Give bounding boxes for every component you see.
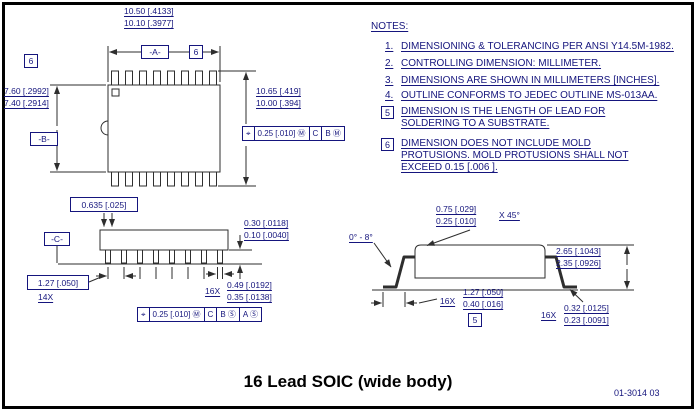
dim-lead-angle: 0° - 8°: [349, 232, 373, 242]
dim-ref-boxed: 0.635 [.025]: [70, 197, 138, 212]
dim-body-length-min: 10.10 [.3977]: [124, 18, 174, 28]
fcf-tolerance: 0.25 [.010] Ⓜ: [255, 127, 310, 140]
fcf2-datum-3: A Ⓢ: [242, 309, 259, 319]
feature-control-frame-top: ⌖ 0.25 [.010] Ⓜ C B Ⓜ: [242, 126, 345, 141]
thickness-count-label: 16X: [541, 310, 557, 320]
note-4-text: OUTLINE CONFORMS TO JEDEC OUTLINE MS-013…: [401, 90, 658, 101]
feature-control-frame-bottom: ⌖ 0.25 [.010] Ⓜ C B Ⓢ A Ⓢ: [137, 307, 263, 322]
note-2-number: 2.: [385, 58, 394, 69]
dim-height-max: 2.65 [.1043]: [556, 246, 601, 256]
pitch-count-label: 14X: [38, 292, 54, 302]
doc-number: 01-3014 03: [614, 388, 660, 398]
dim-chamfer-min: 0.25 [.010]: [436, 216, 477, 226]
note-2-text: CONTROLLING DIMENSION: MILLIMETER.: [401, 58, 602, 69]
fcf2-position-symbol: ⌖: [138, 308, 150, 321]
fcf2-datum-1: C: [205, 308, 218, 321]
dim-body-width-max: 7.60 [.2992]: [4, 86, 49, 96]
flag-note-6-left: 6: [24, 54, 38, 68]
dim-lead-width-max: 0.49 [.0192]: [227, 280, 272, 290]
flag-note-5-foot: 5: [468, 313, 482, 327]
note-5-text: DIMENSION IS THE LENGTH OF LEAD FOR SOLD…: [401, 106, 606, 129]
dim-standoff-min: 0.10 [.0040]: [244, 230, 289, 240]
dim-chamfer-max: 0.75 [.029]: [436, 204, 477, 214]
fcf2-datum-2: B Ⓢ: [217, 308, 240, 321]
fcf2-tolerance: 0.25 [.010] Ⓜ: [150, 308, 205, 321]
datum-a-label: -A-: [141, 45, 169, 59]
note-5-flag: 5: [381, 106, 394, 119]
dim-foot-max: 1.27 [.050]: [463, 287, 504, 297]
note-1-text: DIMENSIONING & TOLERANCING PER ANSI Y14.…: [401, 41, 674, 52]
dim-pitch-boxed: 1.27 [.050]: [27, 275, 89, 290]
note-4-number: 4.: [385, 90, 394, 101]
note-6-flag: 6: [381, 138, 394, 151]
dim-thickness-min: 0.23 [.0091]: [564, 315, 609, 325]
notes-heading: NOTES:: [371, 21, 409, 32]
note-1-number: 1.: [385, 41, 394, 52]
dim-lead-span-max: 10.65 [.419]: [256, 86, 301, 96]
dim-thickness-max: 0.32 [.0125]: [564, 303, 609, 313]
datum-c-label: -C-: [44, 232, 70, 246]
chamfer-angle-suffix: X 45°: [499, 210, 520, 220]
dim-lead-width-min: 0.35 [.0138]: [227, 292, 272, 302]
dim-height-min: 2.35 [.0926]: [556, 258, 601, 268]
note-6-text: DIMENSION DOES NOT INCLUDE MOLD PROTUSIO…: [401, 138, 629, 173]
note-3-number: 3.: [385, 75, 394, 86]
flag-note-6-top: 6: [189, 45, 203, 59]
dim-body-width-min: 7.40 [.2914]: [4, 98, 49, 108]
fcf-datum-2: B Ⓜ: [325, 128, 341, 138]
lead-count-label: 16X: [205, 286, 221, 296]
foot-count-label: 16X: [440, 296, 456, 306]
dim-body-length-max: 10.50 [.4133]: [124, 6, 174, 16]
fcf-position-symbol: ⌖: [243, 127, 255, 140]
note-3-text: DIMENSIONS ARE SHOWN IN MILLIMETERS [INC…: [401, 75, 660, 86]
dim-lead-span-min: 10.00 [.394]: [256, 98, 301, 108]
dim-standoff-max: 0.30 [.0118]: [244, 218, 289, 228]
page-title: 16 Lead SOIC (wide body): [243, 372, 453, 391]
datum-b-label: -B-: [30, 132, 58, 146]
fcf-datum-1: C: [310, 127, 323, 140]
dim-foot-min: 0.40 [.016]: [463, 299, 504, 309]
